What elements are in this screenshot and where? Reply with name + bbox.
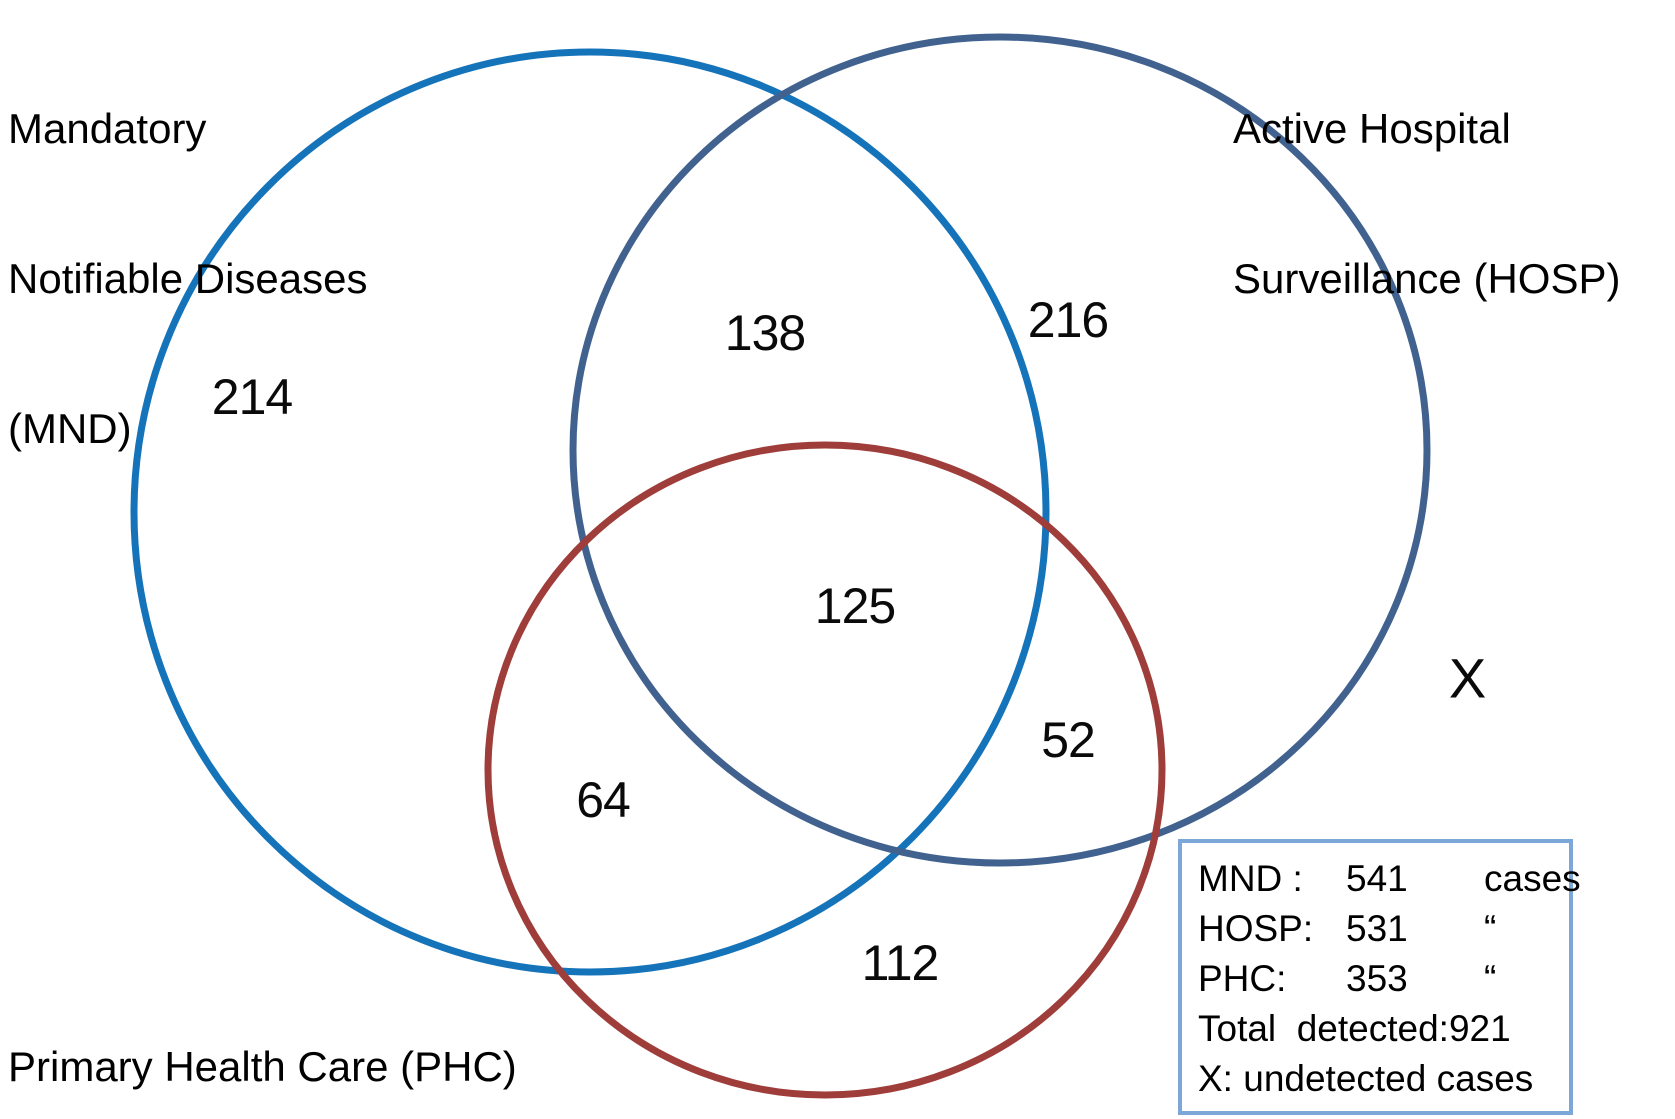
hosp-set-label: Active Hospital Surveillance (HOSP) bbox=[1233, 4, 1620, 404]
region-count-mnd-hosp: 138 bbox=[724, 305, 806, 361]
legend-undetected-label: X: undetected cases bbox=[1198, 1058, 1534, 1099]
legend-total-value: 921 bbox=[1448, 1008, 1511, 1049]
legend-phc-value: 353 bbox=[1346, 958, 1408, 999]
legend-mnd-value: 541 bbox=[1346, 858, 1408, 899]
region-count-mnd-only: 214 bbox=[211, 369, 293, 425]
mnd-set-label-line3: (MND) bbox=[8, 405, 132, 452]
hosp-set-label-line2: Surveillance (HOSP) bbox=[1233, 255, 1621, 302]
region-count-hosp-only: 216 bbox=[1027, 292, 1109, 348]
legend-mnd-unit: cases bbox=[1484, 858, 1581, 899]
legend-hosp-ditto-mark: “ bbox=[1484, 908, 1497, 949]
mnd-set-label: Mandatory Notifiable Diseases (MND) bbox=[8, 4, 368, 554]
hosp-set-label-line1: Active Hospital bbox=[1233, 105, 1511, 152]
legend-row-total: Total detected: 921 bbox=[1198, 1005, 1553, 1053]
legend-phc-label: PHC: bbox=[1198, 958, 1287, 999]
phc-circle bbox=[484, 441, 1166, 1099]
mnd-set-label-line1: Mandatory bbox=[8, 105, 207, 152]
region-count-hosp-phc: 52 bbox=[1041, 712, 1096, 768]
legend-phc-ditto-mark: “ bbox=[1484, 958, 1497, 999]
legend-row-mnd: MND : 541 cases bbox=[1198, 855, 1581, 903]
totals-legend-box: MND : 541 cases HOSP: 531 “ PHC: 353 “ T… bbox=[1178, 839, 1581, 1115]
legend-hosp-value: 531 bbox=[1346, 908, 1408, 949]
legend-total-label: Total detected: bbox=[1198, 1008, 1449, 1049]
legend-row-hosp: HOSP: 531 “ bbox=[1198, 905, 1553, 953]
legend-hosp-label: HOSP: bbox=[1198, 908, 1314, 949]
phc-set-label: Primary Health Care (PHC) bbox=[8, 1043, 517, 1090]
legend-mnd-label: MND : bbox=[1198, 858, 1303, 899]
region-count-mnd-phc: 64 bbox=[576, 772, 631, 828]
undetected-x-mark: X bbox=[1448, 646, 1486, 710]
hosp-circle bbox=[569, 33, 1431, 867]
region-count-phc-only: 112 bbox=[861, 935, 940, 991]
region-count-all-three: 125 bbox=[814, 578, 896, 634]
mnd-set-label-line2: Notifiable Diseases bbox=[8, 255, 368, 302]
legend-row-phc: PHC: 353 “ bbox=[1198, 955, 1553, 1003]
mnd-circle bbox=[130, 48, 1050, 976]
legend-row-undetected: X: undetected cases bbox=[1198, 1055, 1553, 1103]
